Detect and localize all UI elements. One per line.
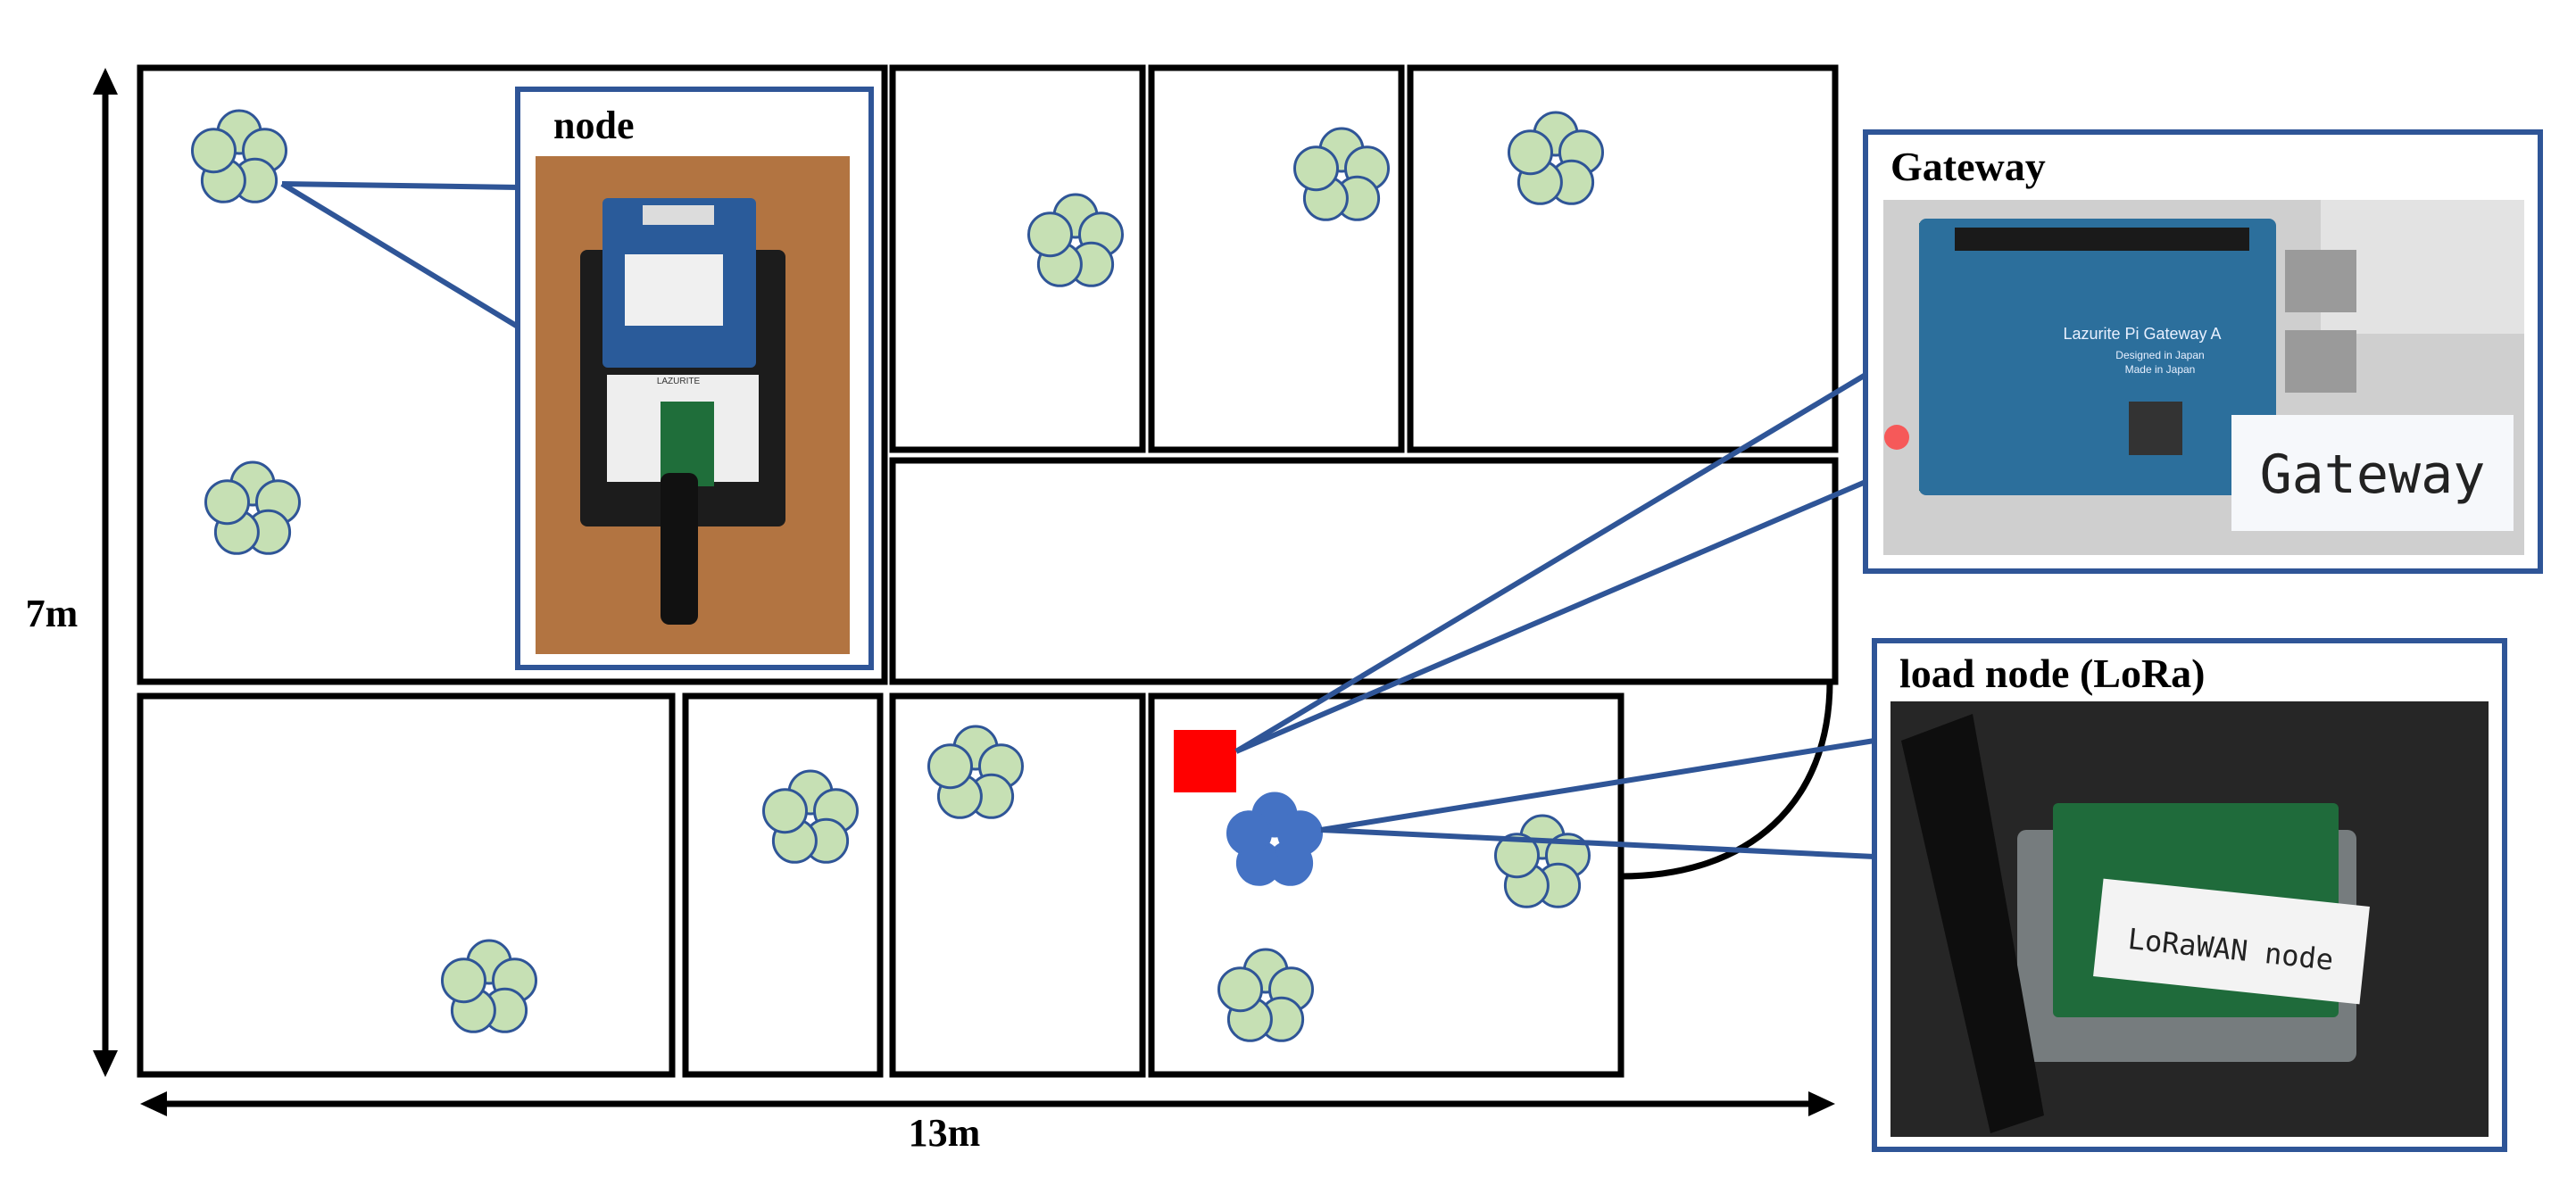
lora-callout-line-1 bbox=[1320, 738, 1875, 833]
width-label: 13m bbox=[909, 1111, 981, 1155]
sensor-node-cluster bbox=[204, 460, 301, 555]
sensor-node-marker bbox=[1508, 129, 1553, 176]
node-photo-connector bbox=[643, 205, 714, 225]
gateway-photo-board-sub2: Made in Japan bbox=[2125, 363, 2196, 376]
load-node-callout: load node (LoRa) LoRaWAN node bbox=[1872, 638, 2507, 1152]
sensor-node-clusters bbox=[191, 109, 1604, 1042]
room-bottom-4 bbox=[1148, 692, 1625, 1078]
sensor-node-marker bbox=[1027, 211, 1073, 258]
gateway-photo-blue-board bbox=[1919, 219, 2276, 495]
node-photo-green-board bbox=[661, 402, 714, 486]
load-node-cluster bbox=[1226, 792, 1323, 886]
room-bottom-1 bbox=[137, 692, 676, 1078]
gateway-callout: Gateway Lazurite Pi Gateway A Designed i… bbox=[1863, 129, 2543, 574]
load-node-photo-tag-card bbox=[2093, 878, 2370, 1005]
sensor-node-marker bbox=[204, 479, 250, 526]
node-photo-module bbox=[625, 254, 723, 326]
height-arrow-top-head bbox=[93, 68, 118, 95]
sensor-node-cluster bbox=[1293, 127, 1390, 221]
gateway-marker bbox=[1174, 730, 1236, 792]
sensor-node-cluster bbox=[1508, 111, 1604, 205]
width-arrow-left-head bbox=[140, 1091, 167, 1116]
gateway-photo-tag: Gateway bbox=[2260, 443, 2486, 506]
sensor-node-marker bbox=[762, 788, 808, 834]
load-node-marker bbox=[1226, 810, 1272, 857]
room-top-4 bbox=[1407, 64, 1839, 453]
gateway-photo-chip bbox=[2129, 402, 2182, 455]
room-corridor bbox=[889, 457, 1839, 685]
sensor-node-cluster bbox=[1494, 814, 1591, 908]
room-top-left bbox=[137, 64, 888, 685]
gateway-photo-header-pins bbox=[1955, 228, 2249, 251]
node-photo-board-text: LAZURITE bbox=[657, 377, 701, 386]
sensor-node-cluster bbox=[191, 109, 287, 203]
gateway-photo-board-text: Lazurite Pi Gateway A bbox=[2063, 325, 2221, 343]
sensor-node-marker bbox=[1293, 145, 1339, 192]
room-bottom-2 bbox=[682, 692, 884, 1078]
gateway-photo-led bbox=[1884, 425, 1909, 450]
node-photo: LAZURITE bbox=[536, 156, 850, 654]
gateway-photo: Lazurite Pi Gateway A Designed in Japan … bbox=[1883, 200, 2524, 555]
room-bottom-3 bbox=[889, 692, 1146, 1078]
gateway-callout-line-1 bbox=[1234, 372, 1867, 754]
gateway-photo-tag-card bbox=[2231, 415, 2514, 531]
sensor-node-marker bbox=[927, 743, 973, 790]
height-arrow-bottom-head bbox=[93, 1050, 118, 1077]
sensor-node-cluster bbox=[1027, 193, 1124, 287]
room-top-2 bbox=[889, 64, 1146, 453]
rooms bbox=[137, 64, 1839, 1078]
sensor-node-marker bbox=[1494, 833, 1540, 879]
gateway-photo-usb-1 bbox=[2285, 250, 2356, 312]
gateway-callout-title: Gateway bbox=[1890, 144, 2046, 189]
sensor-node-marker bbox=[191, 128, 237, 174]
dimension-arrows bbox=[93, 68, 1835, 1116]
sensor-node-cluster bbox=[762, 769, 859, 864]
height-label: 7m bbox=[26, 592, 79, 635]
node-callout-title: node bbox=[553, 104, 634, 147]
sensor-node-marker bbox=[441, 957, 486, 1004]
sensor-node-cluster bbox=[1217, 948, 1314, 1042]
sensor-node-cluster bbox=[441, 939, 537, 1033]
sensor-node-cluster bbox=[927, 725, 1024, 819]
gateway-photo-usb-2 bbox=[2285, 330, 2356, 393]
load-node-photo-antenna bbox=[1901, 714, 2044, 1133]
room-top-3 bbox=[1148, 64, 1405, 453]
door-swing-arc bbox=[1620, 681, 1833, 880]
load-node-callout-title: load node (LoRa) bbox=[1899, 651, 2205, 696]
gateway-photo-board-sub1: Designed in Japan bbox=[2115, 349, 2204, 361]
sensor-node-marker bbox=[1217, 966, 1263, 1013]
node-callout: node LAZURITE bbox=[515, 87, 874, 670]
gateway-callout-line-2 bbox=[1234, 479, 1867, 754]
node-callout-line-2 bbox=[280, 181, 519, 329]
lora-callout-line-2 bbox=[1320, 827, 1875, 859]
width-arrow-right-head bbox=[1808, 1091, 1835, 1116]
node-photo-jack bbox=[661, 473, 698, 625]
load-node-photo: LoRaWAN node bbox=[1890, 701, 2489, 1137]
